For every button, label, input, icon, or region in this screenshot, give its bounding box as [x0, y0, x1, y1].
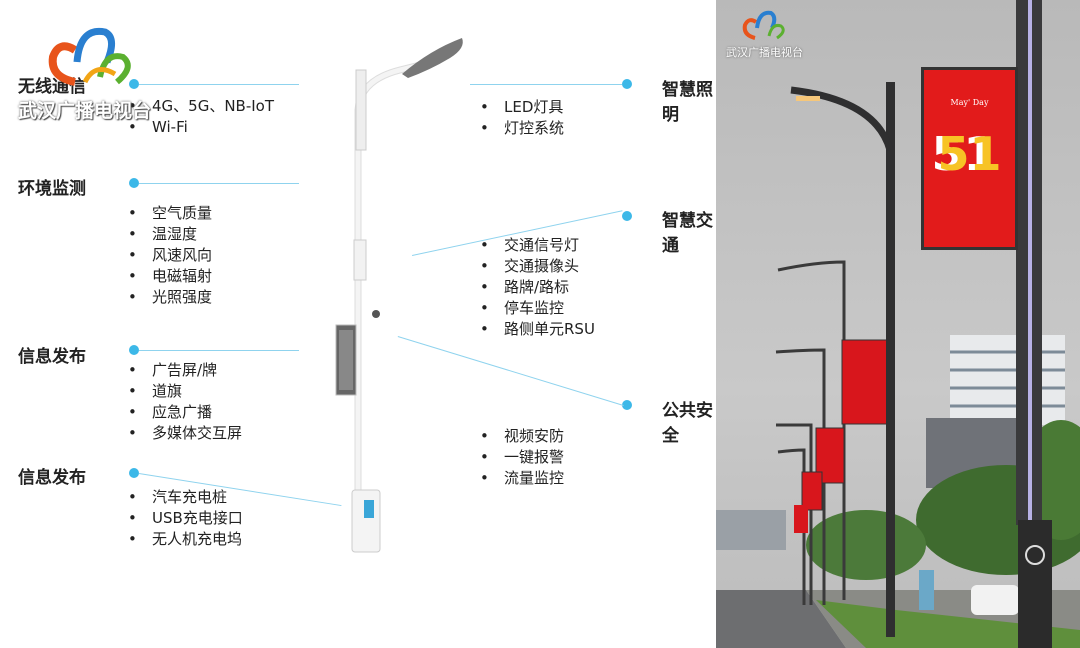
connector-dot: [622, 79, 632, 89]
connector-line: [139, 350, 299, 351]
list-item: 多媒体交互屏: [128, 423, 242, 444]
connector-dot: [129, 468, 139, 478]
list-item: 路牌/路标: [480, 277, 595, 298]
list-item: 停车监控: [480, 298, 595, 319]
screen-title: May' Day: [950, 98, 989, 107]
public-safety-list: 视频安防 一键报警 流量监控: [480, 426, 564, 489]
list-item: 广告屏/牌: [128, 360, 242, 381]
list-item: USB充电接口: [128, 508, 243, 529]
smart-pole-illustration: [335, 38, 463, 553]
section-title-traffic: 智慧交通: [662, 211, 713, 256]
list-item: 流量监控: [480, 468, 564, 489]
list-item: Wi-Fi: [128, 117, 274, 138]
list-item: 视频安防: [480, 426, 564, 447]
list-item: 应急广播: [128, 402, 242, 423]
logo-icon: [48, 27, 131, 86]
list-item: LED灯具: [480, 97, 564, 118]
screen-number: 51: [937, 127, 1002, 181]
list-item: 一键报警: [480, 447, 564, 468]
list-item: 电磁辐射: [128, 266, 212, 287]
logo-icon: [742, 10, 785, 40]
list-item: 交通信号灯: [480, 235, 595, 256]
environment-list: 空气质量 温湿度 风速风向 电磁辐射 光照强度: [128, 203, 212, 308]
list-item: 温湿度: [128, 224, 212, 245]
street-photo: May' Day 51 武汉广播电视台: [716, 0, 1080, 648]
list-item: 汽车充电桩: [128, 487, 243, 508]
list-item: 路侧单元RSU: [480, 319, 595, 340]
street-scene: [716, 0, 1080, 648]
section-title-lighting: 智慧照明: [662, 80, 713, 125]
list-item: 交通摄像头: [480, 256, 595, 277]
connector-dot: [129, 345, 139, 355]
section-title-public-safety: 公共安全: [662, 401, 713, 446]
connector-dot: [622, 400, 632, 410]
list-item: 道旗: [128, 381, 242, 402]
smart-pole-diagram: 武汉广播电视台 无线通信 4G、5G、NB-IoT Wi-Fi 环境监测 空气质…: [0, 0, 716, 648]
traffic-list: 交通信号灯 交通摄像头 路牌/路标 停车监控 路侧单元RSU: [480, 235, 595, 340]
logo-text: 武汉广播电视台: [726, 46, 803, 59]
info-release-list: 广告屏/牌 道旗 应急广播 多媒体交互屏: [128, 360, 242, 444]
list-item: 空气质量: [128, 203, 212, 224]
section-title-info-release: 信息发布: [18, 347, 86, 367]
charging-list: 汽车充电桩 USB充电接口 无人机充电坞: [128, 487, 243, 550]
list-item: 光照强度: [128, 287, 212, 308]
section-title-charging: 信息发布: [18, 468, 86, 488]
list-item: 风速风向: [128, 245, 212, 266]
connector-dot: [129, 79, 139, 89]
connector-dot: [129, 178, 139, 188]
list-item: 无人机充电坞: [128, 529, 243, 550]
connector-line: [470, 84, 622, 85]
connector-line: [139, 183, 299, 184]
section-title-environment: 环境监测: [18, 179, 86, 199]
list-item: 4G、5G、NB-IoT: [128, 96, 274, 117]
digital-screen: May' Day 51: [921, 67, 1018, 250]
wireless-list: 4G、5G、NB-IoT Wi-Fi: [128, 96, 274, 138]
list-item: 灯控系统: [480, 118, 564, 139]
connector-line: [139, 84, 299, 85]
watermark-text: 武汉广播电视台: [18, 100, 152, 122]
connector-dot: [622, 211, 632, 221]
lighting-list: LED灯具 灯控系统: [480, 97, 564, 139]
